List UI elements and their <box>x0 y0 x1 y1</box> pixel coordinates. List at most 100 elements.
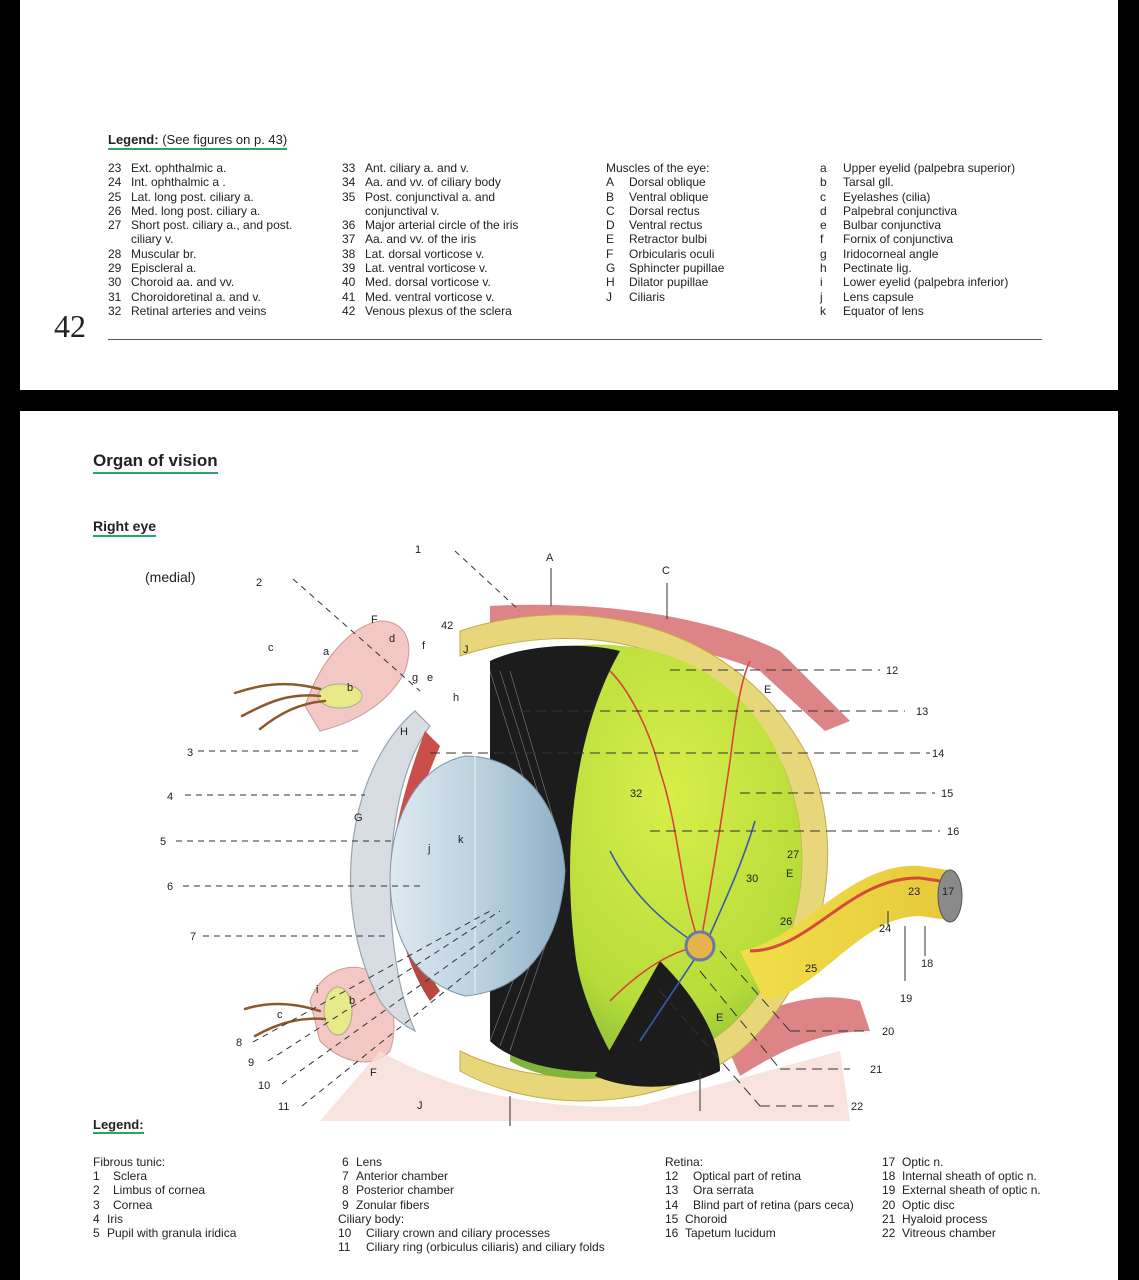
label-20: 20 <box>882 1026 894 1038</box>
page-title: Organ of vision <box>93 451 218 474</box>
label-F-upper: F <box>371 614 378 626</box>
label-f: f <box>422 640 426 652</box>
legend-label: Legend: <box>108 132 159 147</box>
label-e: e <box>427 672 433 684</box>
legend-note: (See figures on p. 43) <box>162 132 288 147</box>
label-25: 25 <box>805 963 817 975</box>
eye-illustration: 1 2 3 4 5 6 7 8 9 10 11 12 13 14 15 16 2… <box>160 544 963 1126</box>
label-26: 26 <box>780 916 792 928</box>
label-6: 6 <box>167 881 173 893</box>
bottom-legend-heading: Legend: <box>93 1117 144 1134</box>
label-14: 14 <box>932 748 944 760</box>
label-10: 10 <box>258 1080 270 1092</box>
leader-lines-left <box>176 550 521 1107</box>
label-E-lower: E <box>716 1012 723 1024</box>
page-number: 42 <box>54 308 86 344</box>
figure-labels: 1 2 3 4 5 6 7 8 9 10 11 12 13 14 15 16 2… <box>160 544 959 1113</box>
label-J-upper: J <box>463 644 469 656</box>
label-A: A <box>546 552 554 564</box>
label-9: 9 <box>248 1057 254 1069</box>
label-b-upper: b <box>347 682 353 694</box>
label-1: 1 <box>415 544 421 556</box>
label-E-mid: E <box>786 868 793 880</box>
label-7: 7 <box>190 931 196 943</box>
figure-subtitle: Right eye <box>93 518 157 537</box>
label-2: 2 <box>256 577 262 589</box>
label-19: 19 <box>900 993 912 1005</box>
label-15: 15 <box>941 788 953 800</box>
legend-col-subheading: Ciliary body: <box>338 1211 405 1226</box>
orbit-tissue <box>320 1051 850 1121</box>
label-c-upper: c <box>268 642 274 654</box>
optic-nerve-cut <box>937 869 963 923</box>
retinal-vessels <box>609 660 756 1042</box>
label-17: 17 <box>942 886 954 898</box>
label-i: i <box>316 984 318 996</box>
label-27: 27 <box>787 849 799 861</box>
medial-label: (medial) <box>145 569 196 585</box>
label-k: k <box>458 834 464 846</box>
label-8: 8 <box>236 1037 242 1049</box>
lower-choroid <box>595 961 720 1087</box>
lower-eyelid <box>309 966 395 1063</box>
leader-lines-right <box>430 669 940 1107</box>
eyelashes <box>233 682 327 1038</box>
label-4: 4 <box>167 791 173 803</box>
label-16: 16 <box>947 826 959 838</box>
label-g: g <box>412 672 418 684</box>
legend-col-heading: Retina: <box>665 1155 704 1169</box>
label-21: 21 <box>870 1064 882 1076</box>
label-42: 42 <box>441 620 453 632</box>
label-13: 13 <box>916 706 928 718</box>
label-h: h <box>453 692 459 704</box>
optic-nerve <box>740 865 955 1001</box>
label-22: 22 <box>851 1101 863 1113</box>
label-j: j <box>427 843 430 855</box>
tick-lines <box>509 568 926 1126</box>
label-5: 5 <box>160 836 166 848</box>
bottom-page: Organ of vision Right eye (medial) <box>20 411 1118 1280</box>
